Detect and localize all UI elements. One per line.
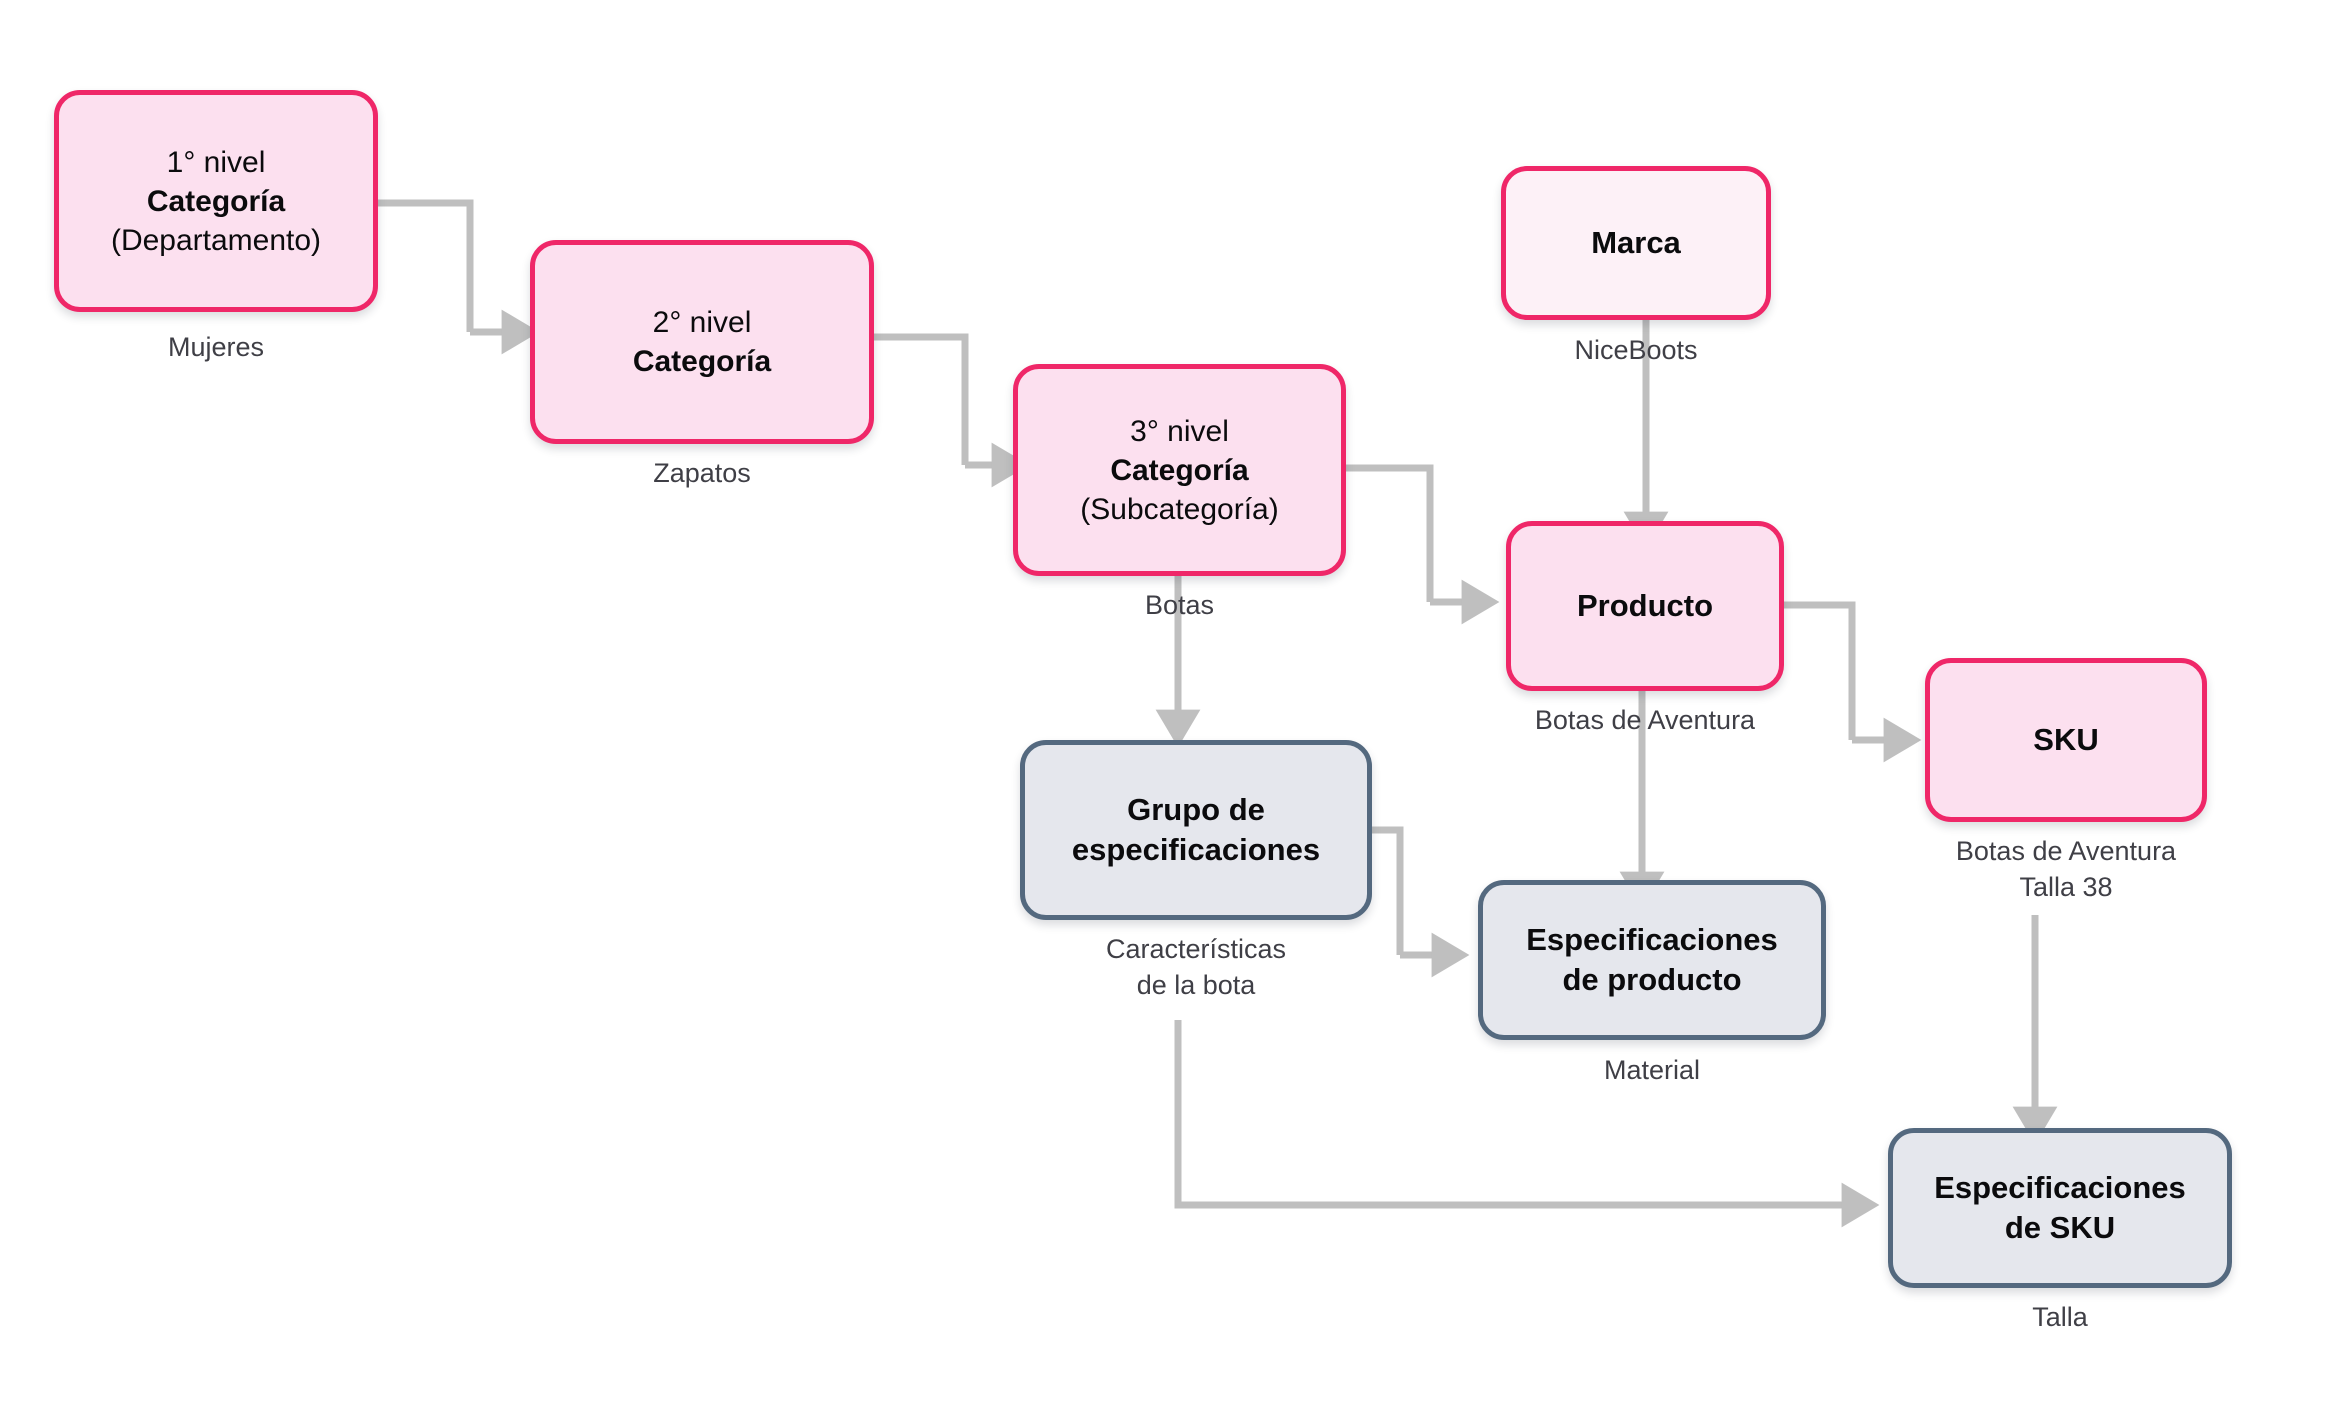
caption-especificaciones-sku: Talla	[2032, 1302, 2088, 1332]
node-categoria-3-line-0: 3° nivel	[1130, 414, 1229, 448]
node-categoria-2-line-0: 2° nivel	[652, 306, 752, 339]
node-especificaciones-producto[interactable]: Especificaciones de producto	[1478, 880, 1826, 1040]
node-categoria-3-line-1: Categoría	[1110, 453, 1249, 487]
node-esp-producto-line-1: de producto	[1562, 962, 1742, 997]
node-categoria-3[interactable]: 3° nivel Categoría (Subcategoría)	[1013, 364, 1346, 576]
edge-categoria2-categoria3	[874, 333, 969, 465]
node-categoria-1[interactable]: 1° nivel Categoría (Departamento)	[54, 90, 378, 312]
node-categoria-3-line-2: (Subcategoría)	[1080, 492, 1279, 526]
caption-especificaciones-producto: Material	[1603, 1055, 1701, 1085]
caption-sku: Botas de Aventura Talla 38	[1955, 836, 2177, 902]
edge-grupo-especsku	[1174, 1020, 1880, 1228]
node-categoria-2[interactable]: 2° nivel Categoría	[530, 240, 874, 444]
edge-categoria3-producto	[1346, 464, 1434, 602]
node-marca[interactable]: Marca	[1501, 166, 1771, 320]
edge-categoria1-categoria2	[378, 199, 474, 332]
caption-producto: Botas de Aventura	[1534, 705, 1756, 735]
node-grupo-line-0: Grupo de	[1127, 791, 1265, 827]
caption-marca: NiceBoots	[1574, 335, 1698, 365]
node-marca-line-0: Marca	[1591, 224, 1681, 260]
node-sku-line-0: SKU	[2033, 721, 2099, 757]
caption-categoria-2: Zapatos	[653, 458, 751, 488]
node-grupo-line-1: especificaciones	[1071, 832, 1321, 867]
node-especificaciones-sku[interactable]: Especificaciones de SKU	[1888, 1128, 2232, 1288]
caption-categoria-3: Botas	[1144, 590, 1215, 620]
node-categoria-2-line-1: Categoría	[632, 345, 772, 378]
node-sku[interactable]: SKU	[1925, 658, 2207, 822]
node-esp-sku-line-0: Especificaciones	[1934, 1169, 2186, 1205]
edge-grupo-especproducto	[1372, 826, 1404, 955]
node-esp-producto-line-0: Especificaciones	[1526, 921, 1778, 957]
caption-categoria-1: Mujeres	[167, 332, 265, 362]
caption-grupo-especificaciones: Características de la bota	[1105, 934, 1287, 1000]
node-producto[interactable]: Producto	[1506, 521, 1784, 691]
node-categoria-1-line-0: 1° nivel	[166, 145, 266, 179]
node-grupo-especificaciones[interactable]: Grupo de especificaciones	[1020, 740, 1372, 920]
node-producto-line-0: Producto	[1576, 587, 1714, 623]
node-categoria-1-line-2: (Departamento)	[110, 223, 322, 257]
node-esp-sku-line-1: de SKU	[2004, 1210, 2116, 1245]
node-categoria-1-line-1: Categoría	[146, 184, 286, 218]
